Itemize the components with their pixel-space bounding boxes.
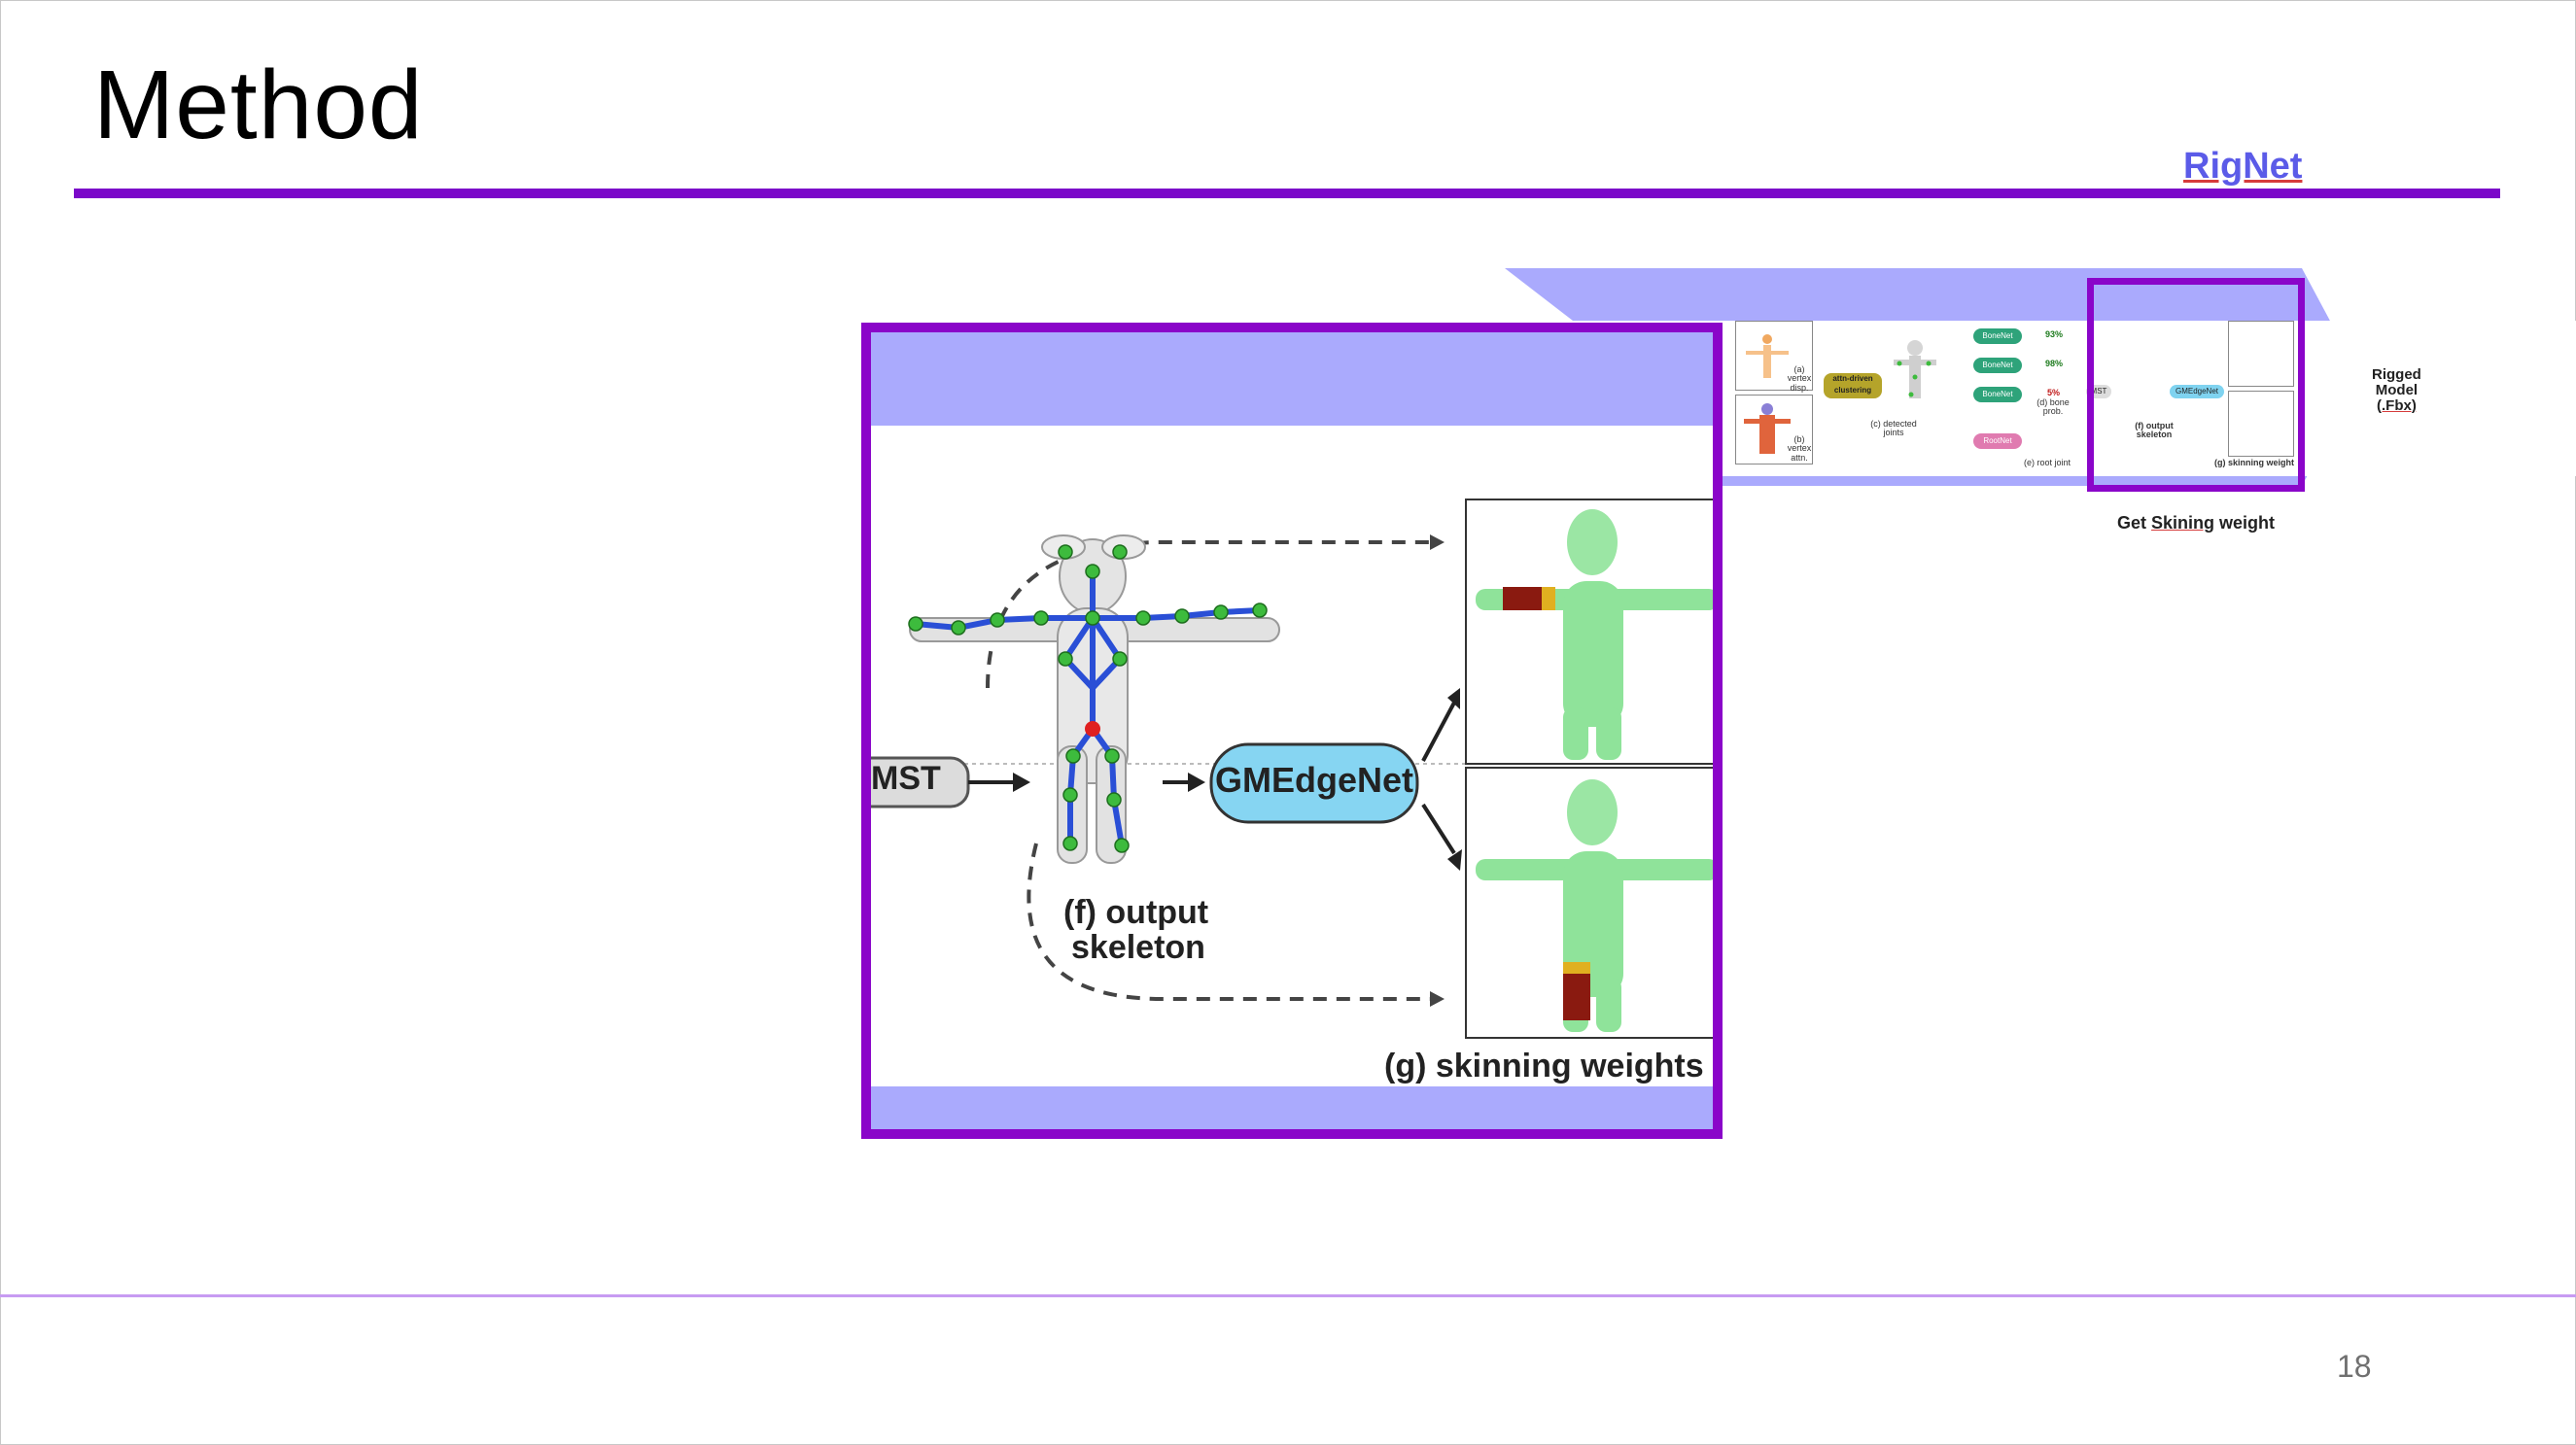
highlight-rectangle [2087,278,2305,492]
detected-joints-label: (c) detected joints [1870,419,1917,438]
skinning-weight-mini-label: (g) skinning weight [2214,458,2294,467]
rigged-line-1: Rigged [2372,366,2421,383]
slide-title: Method [93,51,424,159]
output-skeleton-line-1: (f) output [1063,894,1209,931]
vertex-disp-label: (a) vertex disp. [1787,364,1812,393]
skinning-weights-label: (g) skinning weights [1384,1048,1704,1084]
vertex-attn-thumb [1735,395,1813,464]
rigged-line-2: Model [2375,381,2419,398]
prob-value-3: 5% [2047,388,2061,397]
gmedgenet-box [1209,742,1419,824]
rigged-line-3: (.Fbx) [2377,396,2417,414]
zoomed-detail: MST GMEdgeNet (f) output skeleton (g) sk… [861,323,1723,1139]
pipeline-panel [1713,321,2576,476]
root-joint-label: (e) root joint [2023,458,2071,467]
mst-label: MST [871,760,941,797]
rootnet: RootNet [1973,433,2022,449]
skin-mini-top [2228,321,2294,387]
skin-mini-bottom [2228,391,2294,457]
title-underline [74,189,2500,198]
skeleton-character-icon [908,534,1280,864]
vertex-attn-label: (b) vertex attn. [1787,434,1812,463]
zoom-illustration [871,499,1713,1039]
bonenet-1: BoneNet [1973,328,2022,344]
page-number: 18 [2337,1349,2372,1384]
output-skeleton-mini-label: (f) output skeleton [2135,421,2174,440]
output-skeleton-line-2: skeleton [1071,928,1205,966]
bonenet-2: BoneNet [1973,358,2022,373]
rignet-link[interactable]: RigNet [2183,146,2303,187]
prob-value-1: 93% [2045,329,2064,339]
footer-divider [0,1294,2576,1297]
bonenet-3: BoneNet [1973,387,2022,402]
skinning-caption: Get Skining weight [2117,513,2275,533]
skinning-result-bottom [1465,767,1713,1039]
caption-suffix: weight [2214,513,2276,533]
zoom-band-top [871,332,1713,426]
clustering-box: attn-driven clustering [1824,373,1882,398]
vertex-disp-figure-icon [1746,334,1789,378]
bone-prob-label: (d) bone prob. [2036,397,2070,417]
vertex-disp-thumb [1735,321,1813,391]
vertex-attn-figure-icon [1744,403,1791,454]
detected-joints-figure-icon [1894,340,1936,398]
rigged-model-label: Rigged Model (.Fbx) [2372,367,2421,413]
output-skeleton-label: (f) output skeleton [1063,894,1209,966]
caption-word: Skining [2151,513,2215,533]
caption-prefix: Get [2117,513,2152,533]
gmedgenet-mini: GMEdgeNet [2170,385,2224,398]
skinning-result-top [1465,499,1713,765]
zoom-band-bottom [871,1086,1713,1129]
gmedgenet-label: GMEdgeNet [1214,760,1413,800]
prob-value-2: 98% [2045,359,2064,368]
